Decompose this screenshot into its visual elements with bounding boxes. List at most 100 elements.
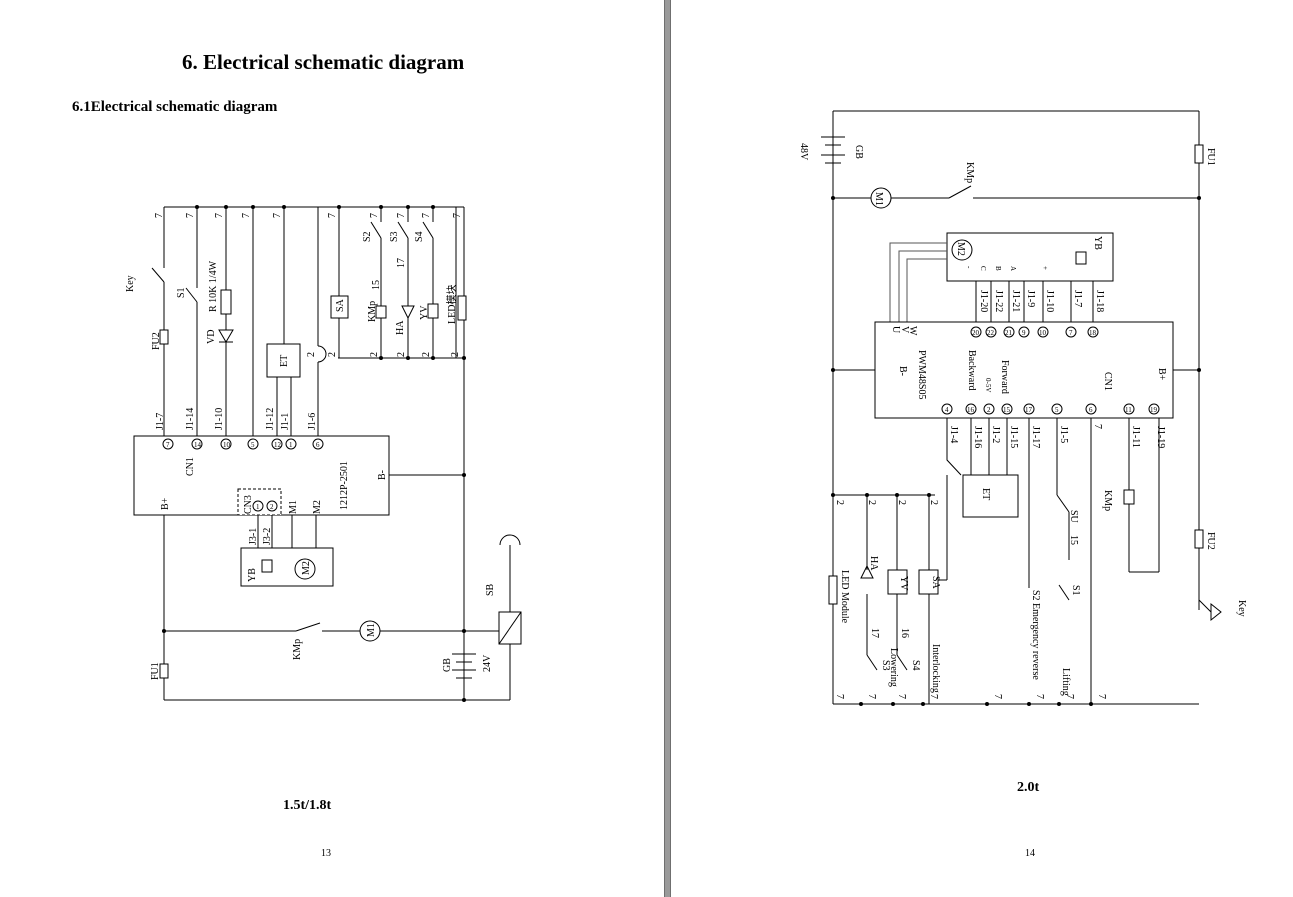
label-cn1: CN1 <box>1102 372 1113 391</box>
label-17: 17 <box>869 628 880 638</box>
label-su: SU <box>1068 510 1079 524</box>
label-kmp: KMp <box>964 162 975 183</box>
label-16: 16 <box>899 628 910 638</box>
label-led-module: LED Module <box>839 570 850 624</box>
pin-number: 7 <box>1069 329 1073 337</box>
connector-label: J1-14 <box>185 408 196 430</box>
connector-label: J1-11 <box>1130 426 1141 448</box>
wire-number: 2 <box>327 352 338 357</box>
label-controller: PWM48S05 <box>916 350 927 399</box>
label-s1: S1 <box>176 287 187 298</box>
label-cn3: CN3 <box>243 495 254 514</box>
figure-caption: 1.5t/1.8t <box>283 798 332 813</box>
connector-label: J1-22 <box>993 290 1004 312</box>
connector-label: J1-9 <box>1025 290 1036 307</box>
pin-number: 1 <box>256 503 260 511</box>
label-s2: S2 <box>362 231 373 242</box>
connector-label: J1-6 <box>307 413 318 430</box>
wire-number: 7 <box>369 213 380 218</box>
label-bminus: B- <box>897 366 908 376</box>
label-et: ET <box>279 355 290 367</box>
label-s4: S4 <box>414 231 425 242</box>
label-kmp: KMp <box>367 301 378 322</box>
wire-number: 7 <box>834 694 845 699</box>
wire-number: 2 <box>450 352 461 357</box>
label-s1: S1 <box>1070 585 1081 596</box>
connector-label: J1-7 <box>155 413 166 430</box>
wire-number: 7 <box>1064 694 1075 699</box>
pin-number: 18 <box>1089 329 1097 337</box>
wire-number: 7 <box>421 213 432 218</box>
connector-label: J1-4 <box>948 426 959 443</box>
label-et: ET <box>980 488 991 500</box>
label-ha: HA <box>395 320 406 335</box>
label-j3-1: J3-1 <box>248 528 259 545</box>
pin-number: 22 <box>987 329 995 337</box>
label-sb: SB <box>485 583 496 596</box>
connector-label: J1-2 <box>990 426 1001 443</box>
pin-number: 10 <box>1039 329 1047 337</box>
label-kmp-coil: KMp <box>1102 490 1113 511</box>
motor-terminal: W <box>907 326 918 336</box>
label-bplus: B+ <box>1156 368 1167 381</box>
pin-number: 14 <box>194 441 202 449</box>
label-bplus: B+ <box>160 497 171 510</box>
schematic-1-5t: 7 7 7 7 7 7 7 7 7 7 2 2 2 2 2 2 Key S1 F… <box>125 205 522 702</box>
connector-label: J1-1 <box>280 413 291 430</box>
connector-label: J1-16 <box>972 426 983 448</box>
schematic-2-0t: 48V GB FU1 KMp M1 M2 YB PWM48S05 CN1 B+ … <box>798 110 1247 706</box>
label-sa: SA <box>930 576 941 590</box>
label-interlocking: Interlocking <box>930 644 941 693</box>
label-17: 17 <box>396 258 407 268</box>
label-fu2: FU2 <box>151 332 162 350</box>
connector-label: J1-10 <box>214 408 225 430</box>
wire-number: 2 <box>928 500 939 505</box>
wire-number: 7 <box>327 213 338 218</box>
wire-number: 7 <box>928 694 939 699</box>
label-led: LED模块 <box>446 285 458 324</box>
label-key: Key <box>1236 600 1247 617</box>
sensor-terminal: + <box>1041 266 1049 270</box>
pin-number: 10 <box>223 441 231 449</box>
label-yv: YV <box>419 305 430 320</box>
wire-number: 2 <box>369 352 380 357</box>
wire-number: 7 <box>241 213 252 218</box>
label-controller: 1212P-2501 <box>339 461 350 510</box>
wire-number: 7 <box>992 694 1003 699</box>
label-resistor: R 10K 1/4W <box>208 260 219 312</box>
label-m1-terminal: M1 <box>288 500 299 514</box>
page-gutter <box>664 0 671 897</box>
label-fu1: FU1 <box>1205 148 1216 166</box>
wire-number: 7 <box>272 213 283 218</box>
label-m1-motor: M1 <box>366 623 377 637</box>
label-s3: S3 <box>880 660 891 671</box>
label-ha: HA <box>868 556 879 571</box>
label-m2-motor: M2 <box>301 561 312 575</box>
wire-number: 7 <box>214 213 225 218</box>
label-lifting: Lifting <box>1060 668 1071 696</box>
label-m2: M2 <box>955 242 966 256</box>
label-15: 15 <box>371 280 382 290</box>
wire-number: 2 <box>421 352 432 357</box>
label-yv: YV <box>898 576 909 591</box>
pin-number: 21 <box>1005 329 1013 337</box>
connector-label: J1-17 <box>1030 426 1041 448</box>
label-yb: YB <box>1092 236 1103 250</box>
pin-number: 16 <box>967 406 975 414</box>
label-sa: SA <box>335 298 346 312</box>
label-bminus: B- <box>377 470 388 480</box>
label-backward: Backward <box>966 350 977 391</box>
label-lowering: Lowering <box>888 648 899 687</box>
label-forward: Forward <box>999 360 1010 394</box>
connector-label: J1-20 <box>978 290 989 312</box>
figure-caption: 2.0t <box>1017 780 1040 795</box>
motor-terminal: V <box>899 326 910 334</box>
label-s4: S4 <box>910 660 921 671</box>
pin-number: 12 <box>274 441 282 449</box>
pin-number: 5 <box>251 441 255 449</box>
connector-label: J1-10 <box>1044 290 1055 312</box>
wire-number: 2 <box>396 352 407 357</box>
pin-number: 6 <box>1089 406 1093 414</box>
wire-number: 2 <box>896 500 907 505</box>
wire-number: 2 <box>306 352 317 357</box>
